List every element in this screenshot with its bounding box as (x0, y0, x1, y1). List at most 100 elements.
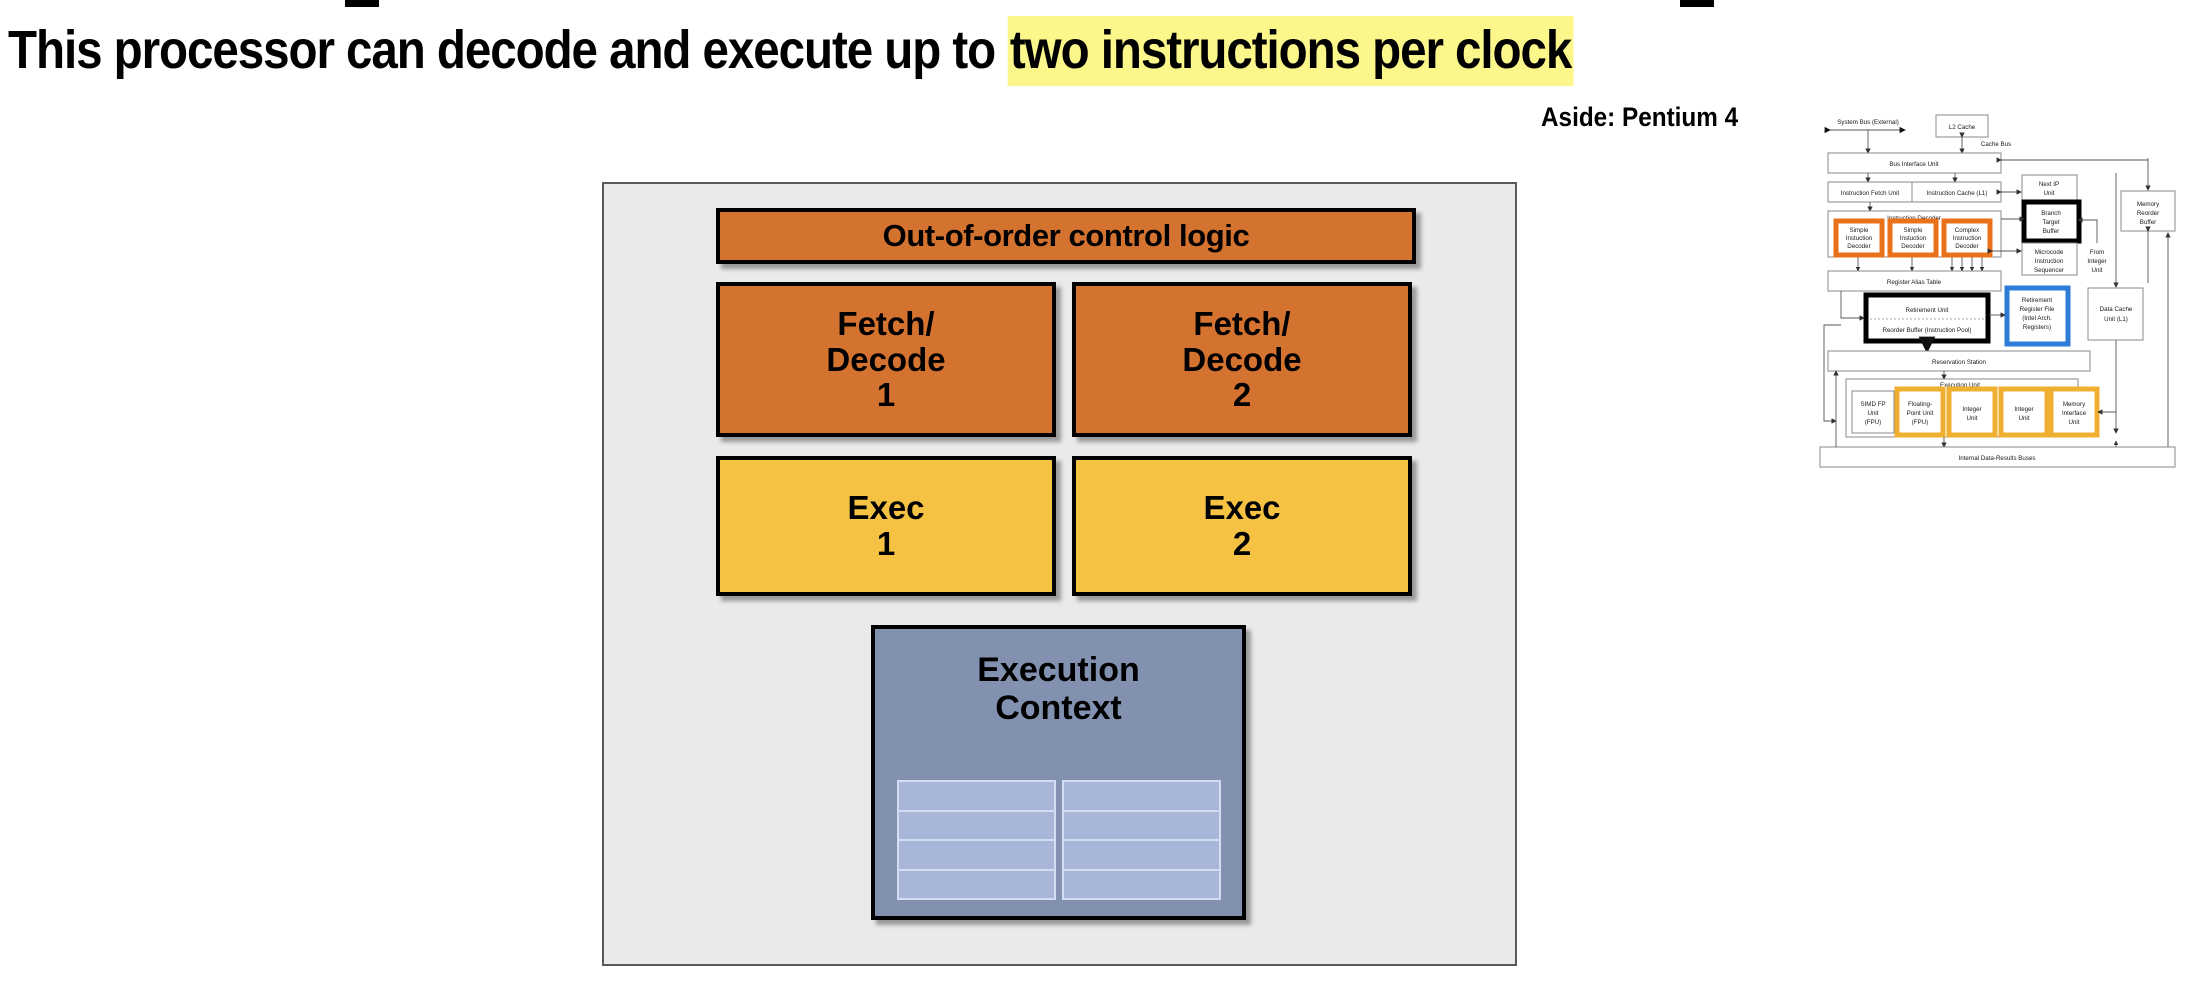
svg-text:Buffer: Buffer (2140, 219, 2156, 226)
svg-text:Unit: Unit (2043, 190, 2054, 197)
svg-text:Registers): Registers) (2023, 324, 2051, 331)
svg-text:Data Cache: Data Cache (2100, 306, 2133, 313)
block-fetch-decode-1: Fetch/ Decode 1 (716, 282, 1056, 437)
svg-text:Bus Interface Unit: Bus Interface Unit (1889, 161, 1938, 168)
p4-register-alias-table: Register Alias Table (1827, 257, 2002, 292)
svg-text:Unit: Unit (1867, 410, 1878, 417)
block-out-of-order-control-logic: Out-of-order control logic (716, 208, 1416, 264)
svg-text:Target: Target (2042, 219, 2059, 226)
svg-text:Floating-: Floating- (1908, 401, 1932, 408)
svg-text:Point Unit: Point Unit (1907, 410, 1934, 417)
svg-text:Retirement: Retirement (2022, 297, 2053, 304)
register-column-2 (1062, 780, 1221, 900)
p4-microcode-instruction-sequencer: Microcode Instruction Sequencer (1987, 242, 2078, 276)
p4-instruction-fetch-unit: Instruction Fetch Unit (1827, 173, 1913, 203)
p4-bus-interface-unit: Bus Interface Unit (1827, 152, 2002, 174)
svg-text:Unit (L1): Unit (L1) (2104, 316, 2128, 323)
svg-text:Instruction: Instruction (1953, 235, 1982, 242)
p4-floating-point-unit (1894, 386, 1946, 438)
block-label: Fetch/ Decode 2 (1182, 305, 1302, 414)
register-column-1 (897, 780, 1056, 900)
clipped-glyph-right (1680, 0, 1714, 7)
svg-text:Decoder: Decoder (1847, 243, 1870, 250)
svg-text:Instruction: Instruction (2035, 258, 2064, 265)
svg-text:Reorder: Reorder (2137, 210, 2159, 217)
svg-text:SIMD FP: SIMD FP (1860, 401, 1885, 408)
svg-text:Memory: Memory (2137, 201, 2160, 208)
register-file-grid (897, 780, 1221, 900)
block-label: Out-of-order control logic (882, 218, 1250, 253)
p4-execution-unit: Execution Unit SIMD FP Unit (FPU) Floati… (1845, 371, 2116, 438)
p4-l2-cache: L2 Cache Cache Bus (1935, 114, 2011, 154)
block-label: Execution Context (977, 651, 1140, 728)
svg-text:Integer: Integer (2087, 258, 2106, 265)
p4-from-integer-unit: From Integer Unit (2077, 217, 2107, 274)
p4-system-bus: System Bus (External) (1824, 119, 1906, 154)
svg-text:Unit: Unit (2018, 415, 2029, 422)
pentium4-block-diagram: .bx { fill:#ffffff; stroke:#8a8a8a; stro… (1800, 103, 2186, 475)
svg-text:Internal Data-Results Buses: Internal Data-Results Buses (1958, 455, 2035, 462)
svg-text:Instruction Fetch Unit: Instruction Fetch Unit (1841, 190, 1900, 197)
svg-text:System Bus (External): System Bus (External) (1837, 119, 1899, 126)
svg-text:Sequencer: Sequencer (2034, 267, 2064, 274)
block-execution-context: Execution Context (871, 625, 1246, 920)
svg-text:Unit: Unit (1966, 415, 1977, 422)
svg-text:Instuction: Instuction (1846, 235, 1873, 242)
p4-branch-target-buffer: Branch Target Buffer (2021, 199, 2082, 244)
block-label: Fetch/ Decode 1 (826, 305, 946, 414)
p4-simd-fp-unit (1851, 390, 1895, 434)
p4-data-cache-unit-l1: Data Cache Unit (L1) (2087, 173, 2144, 434)
p4-integer-unit-1 (1946, 386, 1998, 438)
p4-memory-reorder-buffer: Memory Reorder Buffer (1996, 157, 2176, 283)
svg-text:Integer: Integer (1962, 406, 1981, 413)
svg-text:Register Alias Table: Register Alias Table (1887, 279, 1942, 286)
svg-text:Reorder Buffer (Instruction Po: Reorder Buffer (Instruction Pool) (1883, 327, 1972, 334)
register-cell (1064, 812, 1219, 841)
page-title: This processor can decode and execute up… (8, 16, 1574, 86)
svg-text:Decoder: Decoder (1901, 243, 1924, 250)
register-cell (1064, 782, 1219, 812)
svg-text:Reservation Station: Reservation Station (1932, 359, 1987, 366)
svg-text:Unit: Unit (2091, 267, 2102, 274)
svg-text:Complex: Complex (1955, 227, 1980, 234)
register-cell (899, 782, 1054, 812)
svg-text:Branch: Branch (2041, 210, 2061, 217)
svg-text:(FPU): (FPU) (1865, 419, 1882, 426)
clipped-glyph-left (345, 0, 379, 7)
p4-memory-interface-unit (2048, 386, 2100, 438)
superscalar-core-diagram: Out-of-order control logic Fetch/ Decode… (602, 182, 1517, 966)
svg-text:Decoder: Decoder (1955, 243, 1978, 250)
svg-text:Buffer: Buffer (2043, 228, 2059, 235)
p4-instruction-decoder: Instruction Decoder Simple Instuction De… (1827, 202, 2002, 258)
block-label: Exec 1 (847, 489, 925, 562)
p4-simple-decoder-2 (1887, 218, 1939, 258)
svg-text:Execution Unit: Execution Unit (1940, 382, 1980, 389)
register-cell (1064, 871, 1219, 899)
p4-reservation-station: Reservation Station (1827, 336, 2091, 372)
svg-text:Cache Bus: Cache Bus (1981, 141, 2011, 148)
svg-text:Microcode: Microcode (2035, 249, 2064, 256)
svg-text:(FPU): (FPU) (1912, 419, 1929, 426)
svg-text:Register File: Register File (2020, 306, 2055, 313)
block-exec-2: Exec 2 (1072, 456, 1412, 596)
p4-complex-decoder (1941, 218, 1993, 258)
p4-next-ip-unit: Next IP Unit (1996, 174, 2078, 203)
svg-text:(Intel Arch.: (Intel Arch. (2022, 315, 2052, 322)
register-cell (899, 871, 1054, 899)
register-cell (1064, 841, 1219, 871)
register-cell (899, 812, 1054, 841)
p4-instruction-cache-l1: Instruction Cache (L1) (1911, 173, 2002, 203)
svg-text:L2 Cache: L2 Cache (1949, 124, 1976, 131)
title-highlighted-text: two instructions per clock (1007, 16, 1574, 86)
block-fetch-decode-2: Fetch/ Decode 2 (1072, 282, 1412, 437)
svg-text:From: From (2090, 249, 2104, 256)
block-label: Exec 2 (1203, 489, 1281, 562)
svg-text:Memory: Memory (2063, 401, 2086, 408)
svg-text:Instuction: Instuction (1900, 235, 1927, 242)
svg-text:Simple: Simple (1904, 227, 1923, 234)
svg-text:Interface: Interface (2062, 410, 2087, 417)
p4-integer-unit-2 (1998, 386, 2050, 438)
svg-text:Integer: Integer (2014, 406, 2033, 413)
svg-text:Simple: Simple (1850, 227, 1869, 234)
svg-text:Unit: Unit (2068, 419, 2079, 426)
